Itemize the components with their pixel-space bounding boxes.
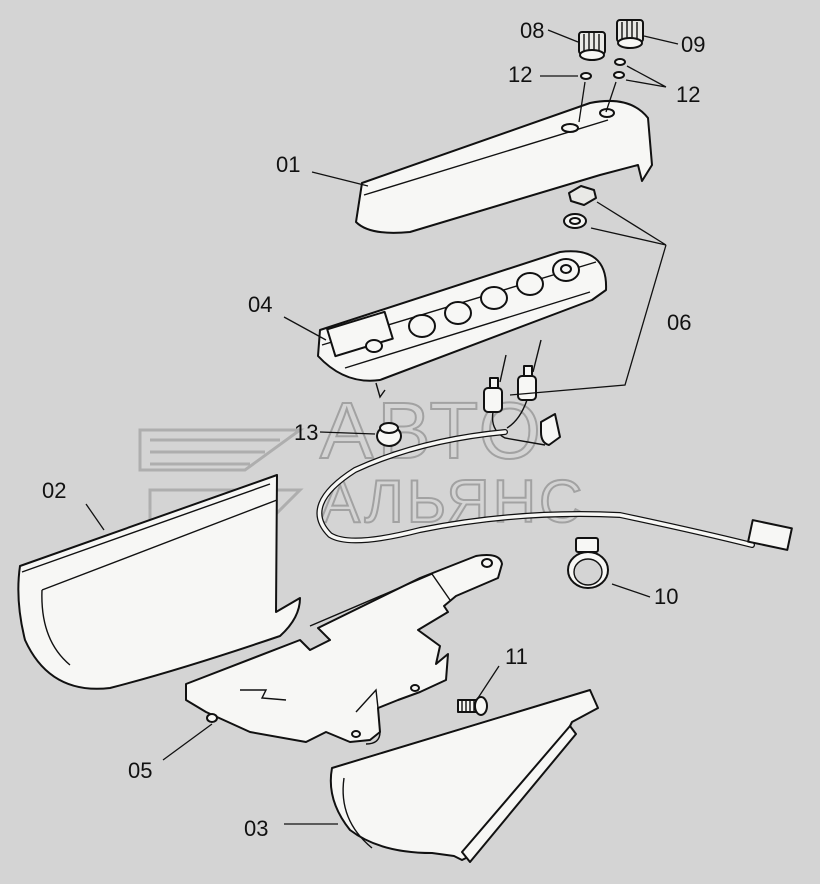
part-05-bracket xyxy=(185,554,503,745)
callout-12-left: 12 xyxy=(508,62,532,87)
part-11-screw xyxy=(457,696,488,716)
callout-09: 09 xyxy=(681,32,705,57)
part-06-wiring-harness xyxy=(316,185,793,551)
part-09-knob xyxy=(616,19,644,49)
part-01-cover xyxy=(355,99,653,234)
callout-05: 05 xyxy=(128,758,152,783)
callout-02: 02 xyxy=(42,478,66,503)
callout-11: 11 xyxy=(505,644,528,669)
part-10-clamp xyxy=(567,537,609,589)
part-13-grommet xyxy=(376,422,402,447)
part-08-knob xyxy=(578,31,606,61)
part-04-switch-panel xyxy=(317,250,608,399)
watermark-line1: АВТО xyxy=(320,386,545,475)
callout-06: 06 xyxy=(667,310,691,335)
part-03-right-cover xyxy=(329,689,599,863)
callout-01: 01 xyxy=(276,152,300,177)
callout-03: 03 xyxy=(244,816,268,841)
callout-13: 13 xyxy=(294,420,318,445)
callout-08: 08 xyxy=(520,18,544,43)
part-02-left-cover xyxy=(17,474,301,690)
callout-12-right: 12 xyxy=(676,82,700,107)
callout-10: 10 xyxy=(654,584,678,609)
part-12-washers xyxy=(578,58,626,123)
callout-04: 04 xyxy=(248,292,272,317)
leader-lines xyxy=(85,29,679,825)
callout-labels: 01 02 03 04 05 06 08 09 10 11 12 12 13 xyxy=(42,18,705,841)
